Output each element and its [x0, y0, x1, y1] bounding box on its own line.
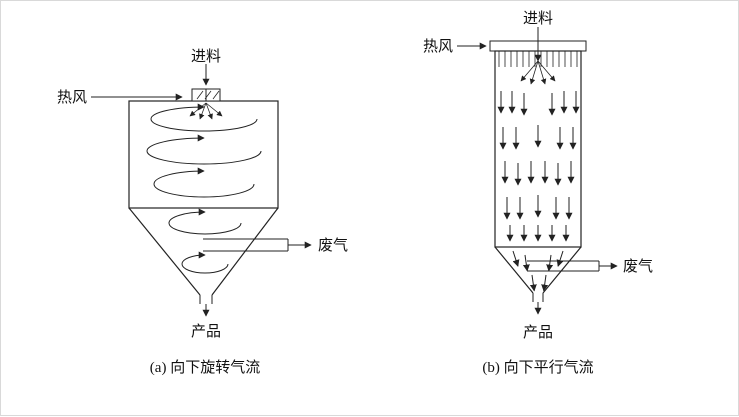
exhaust-label-b: 废气 — [623, 258, 653, 275]
cone-right-b — [542, 246, 582, 294]
spray-b — [520, 60, 556, 85]
hot-air-label-b: 热风 — [423, 38, 453, 55]
exhaust-pipe-a — [203, 238, 312, 252]
cone-left-a — [128, 207, 201, 296]
vessel-b — [494, 50, 582, 302]
caption-a: (a) 向下旋转气流 — [150, 359, 260, 376]
product-label-b: 产品 — [523, 324, 553, 341]
product-label-a: 产品 — [191, 323, 221, 340]
spray-a — [189, 102, 223, 120]
exhaust-label-a: 废气 — [318, 237, 348, 254]
swirl-arrows-a — [146, 103, 262, 274]
hot-air-label-a: 热风 — [57, 89, 87, 106]
caption-b: (b) 向下平行气流 — [482, 359, 593, 376]
cone-left-b — [494, 246, 534, 294]
diagram-b: 进料 热风 废气 产品 (b) 向下平行气流 — [423, 10, 653, 376]
feed-assembly-a — [191, 64, 221, 102]
diagram-a: 进料 热风 废气 产品 (a) 向下旋转气流 — [57, 48, 348, 376]
parallel-arrows-b — [501, 91, 576, 241]
feed-label-b: 进料 — [523, 10, 553, 27]
feed-label-a: 进料 — [191, 48, 221, 65]
chamber-b — [494, 50, 582, 248]
exhaust-pipe-b — [527, 260, 618, 272]
